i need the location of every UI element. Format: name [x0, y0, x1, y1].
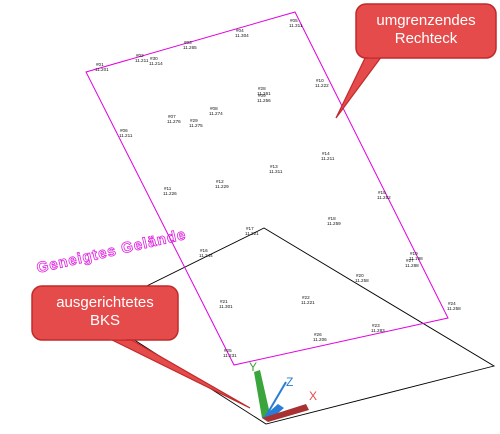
boundary-rectangle[interactable]: [85, 11, 449, 366]
survey-point-id: #27: [406, 258, 414, 263]
survey-points: #0111.201#0211.211#0311.265#0411.304#051…: [95, 18, 461, 358]
survey-point-elevation: 11.231: [223, 353, 237, 358]
survey-point-elevation: 11.261: [257, 91, 271, 96]
survey-point-elevation: 11.244: [199, 253, 213, 258]
ucs-x-label: X: [309, 389, 317, 403]
survey-point-elevation: 11.311: [269, 169, 283, 174]
survey-point-id: #19: [410, 251, 418, 256]
survey-point-elevation: 11.288: [405, 263, 419, 268]
survey-point-id: #07: [168, 114, 176, 119]
survey-point-elevation: 11.211: [119, 133, 133, 138]
survey-point-id: #28: [258, 86, 266, 91]
survey-point-id: #04: [236, 28, 244, 33]
survey-point-id: #01: [96, 62, 104, 67]
survey-point-id: #29: [190, 118, 198, 123]
survey-point-elevation: 11.311: [289, 23, 303, 28]
survey-point-elevation: 11.274: [209, 111, 223, 116]
survey-point-id: #15: [378, 190, 386, 195]
survey-point-elevation: 11.265: [183, 45, 197, 50]
survey-point-id: #22: [302, 295, 310, 300]
survey-point-id: #23: [372, 323, 380, 328]
survey-point-id: #30: [150, 56, 158, 61]
survey-point-id: #11: [164, 186, 172, 191]
callout-ucs-line2: BKS: [90, 312, 120, 329]
survey-point-id: #05: [290, 18, 298, 23]
survey-point-id: #24: [448, 301, 456, 306]
survey-point-id: #25: [224, 348, 232, 353]
survey-point-elevation: 11.301: [219, 304, 233, 309]
survey-point-elevation: 11.201: [95, 67, 109, 72]
survey-point-elevation: 11.214: [149, 61, 163, 66]
survey-point-elevation: 11.256: [257, 98, 271, 103]
ucs-y-label: Y: [249, 360, 257, 374]
survey-point-elevation: 11.211: [321, 156, 335, 161]
survey-point-elevation: 11.304: [235, 33, 249, 38]
terrain-label: Geneigtes Gelände: [35, 226, 188, 277]
survey-point-id: #10: [316, 78, 324, 83]
survey-point-elevation: 11.258: [447, 306, 461, 311]
survey-point-id: #02: [136, 53, 144, 58]
survey-point-elevation: 11.275: [189, 123, 203, 128]
survey-point-elevation: 11.198: [409, 256, 423, 261]
survey-point-id: #21: [220, 299, 228, 304]
survey-point-id: #20: [356, 273, 364, 278]
survey-point-id: #12: [216, 179, 224, 184]
callout-ucs-line1: ausgerichtetes: [56, 294, 154, 311]
survey-point-elevation: 11.222: [315, 83, 329, 88]
survey-point-elevation: 11.221: [301, 300, 315, 305]
survey-point-elevation: 11.258: [355, 278, 369, 283]
survey-point-elevation: 11.221: [245, 231, 259, 236]
callout-boundary-line2: Rechteck: [395, 30, 458, 47]
survey-point-id: #16: [200, 248, 208, 253]
survey-point-id: #06: [120, 128, 128, 133]
ucs-z-label: Z: [286, 375, 293, 389]
survey-point-id: #18: [328, 216, 336, 221]
callout-aligned-ucs: ausgerichtetes BKS: [31, 285, 251, 409]
ucs-icon[interactable]: Y Z X: [249, 360, 317, 422]
survey-point-elevation: 11.259: [327, 221, 341, 226]
survey-point-elevation: 11.206: [313, 337, 327, 342]
survey-point-elevation: 11.283: [371, 328, 385, 333]
survey-point-id: #14: [322, 151, 330, 156]
survey-point-id: #03: [184, 40, 192, 45]
survey-point-id: #13: [270, 164, 278, 169]
survey-point-elevation: 11.276: [167, 119, 181, 124]
callout-boundary-line1: umgrenzendes: [376, 12, 475, 29]
survey-point-id: #26: [314, 332, 322, 337]
survey-point-elevation: 11.211: [135, 58, 149, 63]
survey-point-id: #08: [210, 106, 218, 111]
survey-point-elevation: 11.252: [377, 195, 391, 200]
survey-point-id: #09: [258, 93, 266, 98]
callout-boundary-rectangle: umgrenzendes Rechteck: [335, 3, 497, 119]
survey-point-id: #17: [246, 226, 254, 231]
survey-point-elevation: 11.226: [163, 191, 177, 196]
survey-point-elevation: 11.229: [215, 184, 229, 189]
